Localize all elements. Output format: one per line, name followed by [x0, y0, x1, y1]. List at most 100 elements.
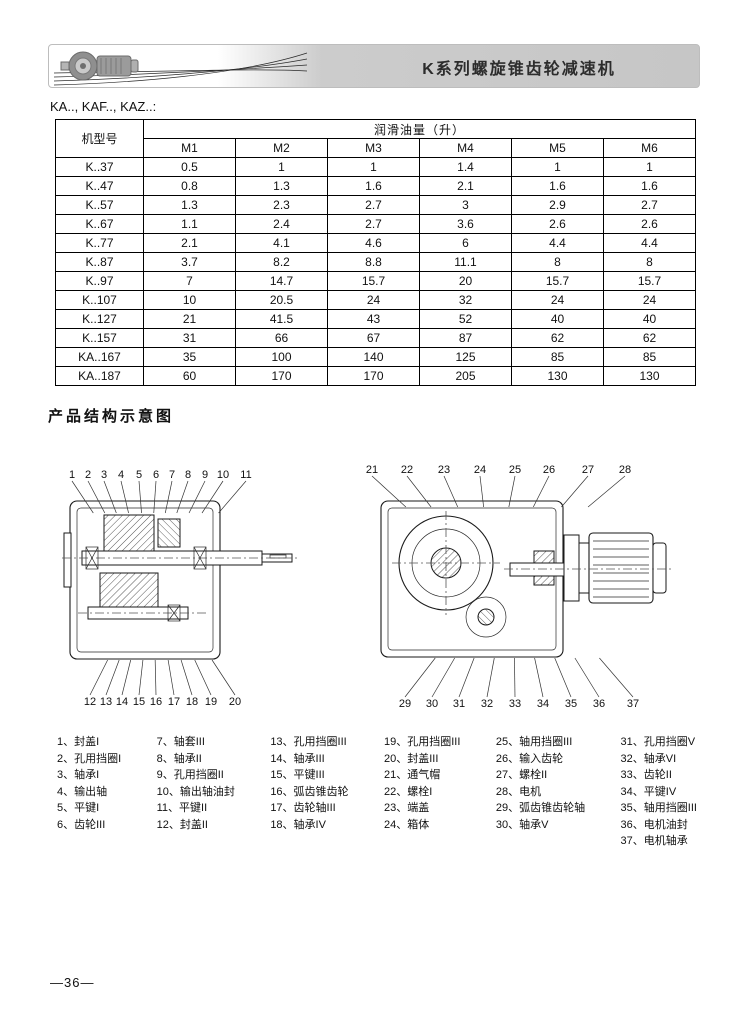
callout-number: 21: [366, 464, 378, 476]
part-item: 31、孔用挡圈V: [620, 736, 696, 748]
part-item: 35、轴用挡圈III: [620, 802, 697, 814]
callout-number: 23: [438, 464, 450, 476]
value-cell: 2.6: [511, 214, 604, 234]
part-item: 1、封盖I: [57, 736, 100, 748]
callout-number: 11: [240, 469, 251, 481]
callout-leader-line: [138, 480, 142, 514]
callout-number: 25: [509, 464, 521, 476]
value-cell: 2.4: [235, 214, 328, 234]
callout-leader-line: [218, 480, 247, 514]
value-cell: 32: [419, 290, 512, 310]
value-cell: 1: [235, 157, 328, 177]
callout-number: 6: [153, 469, 159, 481]
part-item: 12、封盖II: [156, 818, 208, 831]
part-item: 29、弧齿锥齿轮轴: [495, 802, 586, 814]
callout-leader-line: [121, 659, 132, 696]
value-cell: 15.7: [603, 271, 696, 291]
right-gearbox-drawing: [380, 500, 674, 658]
part-item: 30、轴承V: [495, 818, 549, 831]
value-cell: 4.6: [327, 233, 420, 253]
callout-number: 1: [69, 469, 75, 481]
part-item: 4、输出轴: [57, 785, 108, 798]
callout-number: 24: [474, 464, 486, 476]
callout-number: 10: [217, 469, 229, 481]
callout-number: 18: [186, 696, 198, 708]
callout-number: 37: [627, 698, 639, 710]
callout-number: 8: [185, 469, 191, 481]
callout-number: 9: [202, 469, 208, 481]
column-header: M4: [419, 138, 512, 158]
value-cell: 8: [603, 252, 696, 272]
value-cell: 170: [235, 366, 328, 386]
part-item: 24、箱体: [384, 818, 430, 831]
value-cell: 4.1: [235, 233, 328, 253]
part-item: 34、平键IV: [620, 785, 677, 798]
value-cell: 2.6: [603, 214, 696, 234]
callout-leader-line: [153, 480, 157, 514]
value-cell: 20.5: [235, 290, 328, 310]
callout-leader-line: [458, 657, 475, 698]
part-item: 26、输入齿轮: [495, 752, 564, 765]
part-item: 22、螺栓I: [384, 785, 433, 798]
gear-reducer-icon: [60, 51, 139, 81]
callout-number: 34: [537, 698, 549, 710]
part-item: 11、平键II: [156, 802, 208, 814]
value-cell: 1.3: [143, 195, 236, 215]
part-item: 19、孔用挡圈III: [384, 736, 461, 748]
part-item: 13、孔用挡圈III: [270, 736, 347, 748]
column-header: M6: [603, 138, 696, 158]
part-item: 7、轴套III: [156, 736, 205, 748]
value-cell: 6: [419, 233, 512, 253]
left-gearbox-drawing: [62, 500, 298, 660]
value-cell: 31: [143, 328, 236, 348]
callout-leader-line: [194, 659, 212, 696]
value-cell: 140: [327, 347, 420, 367]
callout-number: 28: [619, 464, 631, 476]
value-cell: 1.1: [143, 214, 236, 234]
value-cell: 43: [327, 309, 420, 329]
callout-number: 31: [453, 698, 465, 710]
callout-leader-line: [561, 475, 589, 508]
callout-leader-line: [71, 480, 94, 514]
callout-number: 7: [169, 469, 175, 481]
callout-leader-line: [201, 480, 224, 514]
callout-leader-line: [176, 480, 189, 514]
callout-leader-line: [167, 659, 175, 696]
callout-number: 30: [426, 698, 438, 710]
part-item: 6、齿轮III: [57, 818, 106, 831]
model-cell: K..97: [55, 271, 144, 291]
callout-number: 29: [399, 698, 411, 710]
callout-number: 14: [116, 696, 128, 708]
part-item: 14、轴承III: [270, 752, 325, 765]
column-header: M3: [327, 138, 420, 158]
value-cell: 0.5: [143, 157, 236, 177]
part-item: 3、轴承I: [57, 769, 100, 781]
callout-leader-line: [211, 659, 236, 696]
value-cell: 35: [143, 347, 236, 367]
value-cell: 14.7: [235, 271, 328, 291]
part-item: 25、轴用挡圈III: [495, 736, 573, 748]
value-cell: 15.7: [327, 271, 420, 291]
value-cell: 24: [511, 290, 604, 310]
value-cell: 87: [419, 328, 512, 348]
value-cell: 0.8: [143, 176, 236, 196]
value-cell: 3.7: [143, 252, 236, 272]
callout-leader-line: [479, 475, 484, 508]
gearbox-photo: [53, 51, 308, 86]
callout-leader-line: [87, 480, 106, 514]
value-cell: 52: [419, 309, 512, 329]
group-header-cell: 润滑油量（升）: [143, 119, 696, 139]
model-cell: KA..187: [55, 366, 144, 386]
callout-leader-line: [443, 475, 459, 508]
callout-leader-line: [486, 657, 495, 698]
value-cell: 67: [327, 328, 420, 348]
